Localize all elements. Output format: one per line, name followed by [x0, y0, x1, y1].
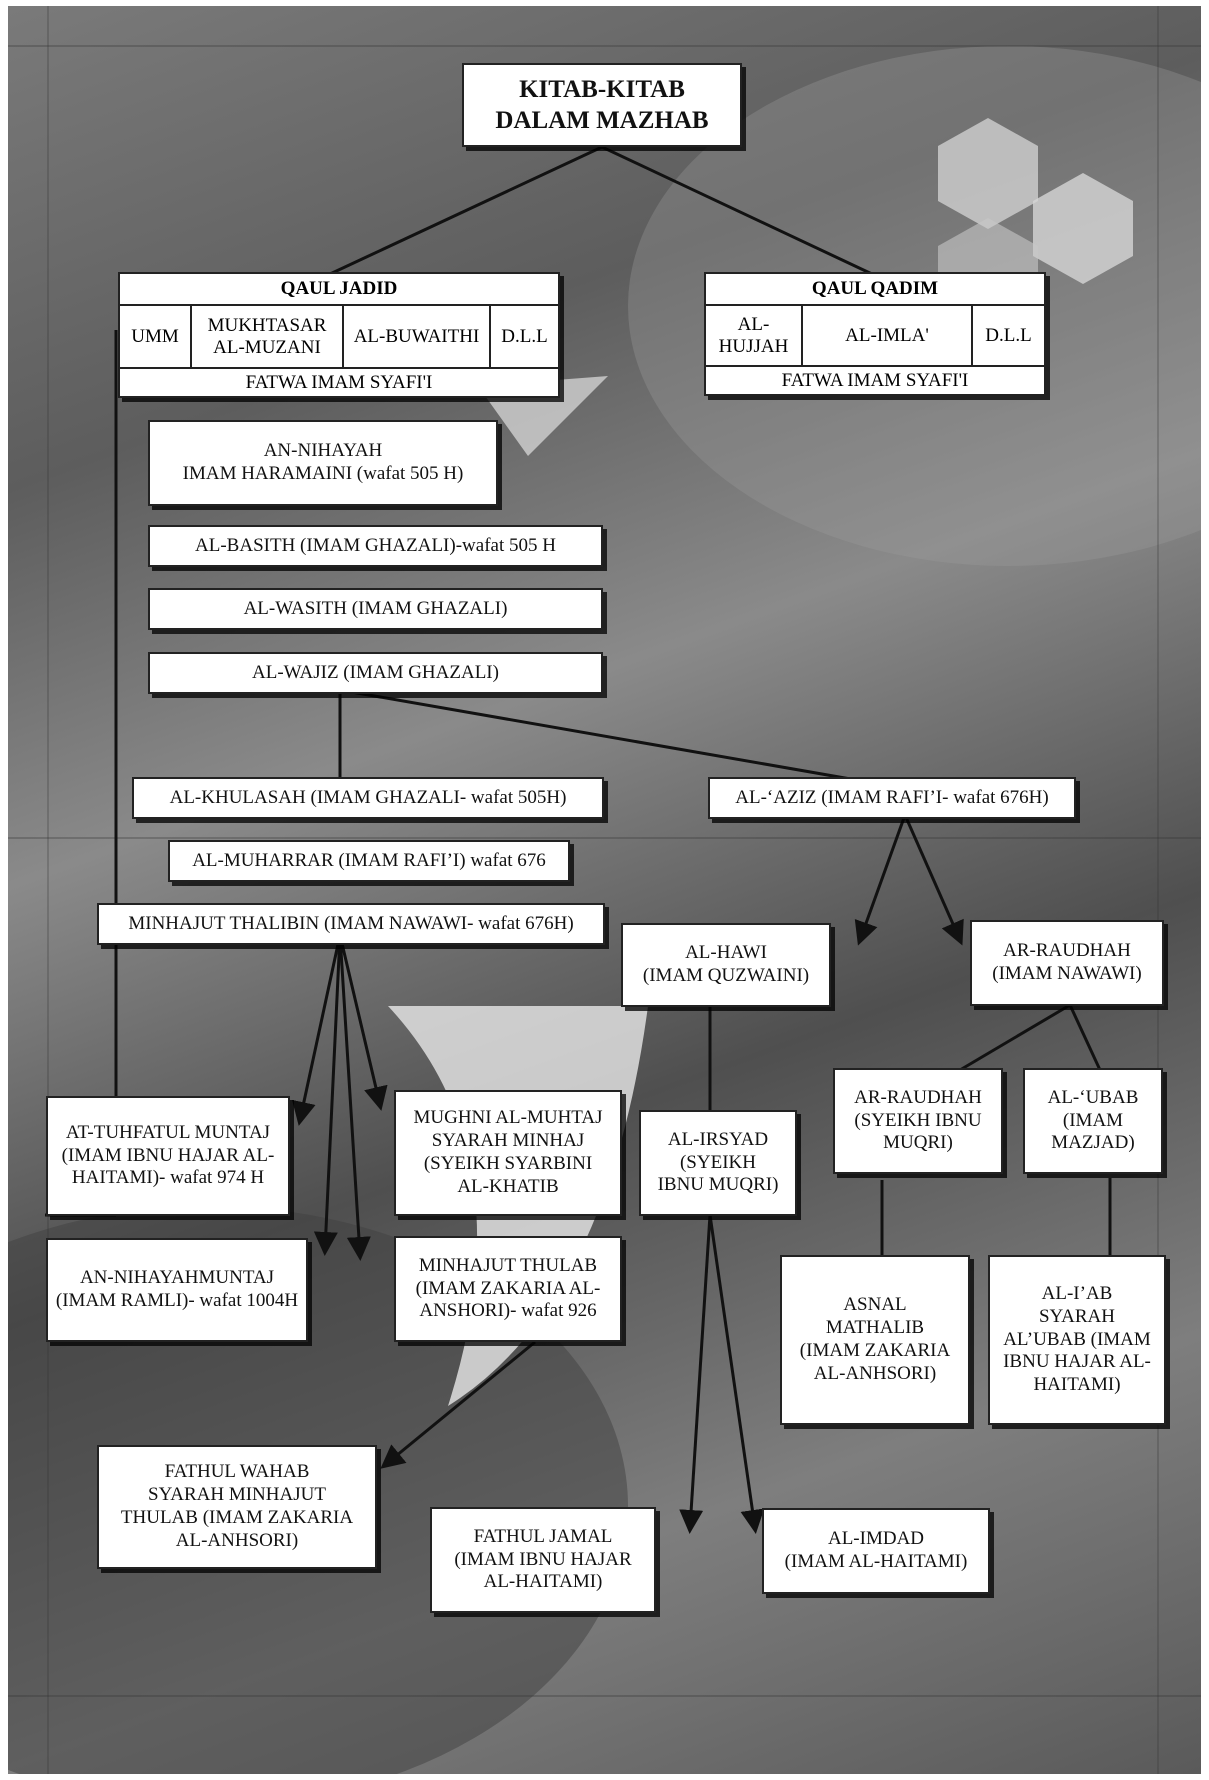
qaul-jadid-header: QAUL JADID [120, 274, 558, 306]
node-wasith: AL-WASITH (IMAM GHAZALI) [148, 588, 603, 630]
node-raudhah-muqri: AR-RAUDHAH (SYEIKH IBNU MUQRI) [833, 1068, 1003, 1174]
qaul-jadid-item: D.L.L [501, 325, 548, 347]
qaul-qadim-item: AL- HUJJAH [706, 304, 803, 367]
node-nihayah: AN-NIHAYAH IMAM HARAMAINI (wafat 505 H) [148, 420, 498, 506]
qaul-jadid-group: QAUL JADID UMM MUKHTASAR AL-MUZANI AL-BU… [118, 272, 560, 398]
qaul-qadim-group: QAUL QADIM AL- HUJJAH AL-IMLA' D.L.L FAT… [704, 272, 1046, 396]
node-basith: AL-BASITH (IMAM GHAZALI)-wafat 505 H [148, 525, 603, 567]
qaul-jadid-footer: FATWA IMAM SYAFI'I [120, 367, 558, 396]
qaul-qadim-item: AL-IMLA' [803, 304, 973, 367]
diagram-title: KITAB-KITAB DALAM MAZHAB [462, 63, 742, 147]
qaul-jadid-item: MUKHTASAR AL-MUZANI [192, 304, 344, 369]
node-fathul-jamal: FATHUL JAMAL (IMAM IBNU HAJAR AL-HAITAMI… [430, 1507, 656, 1613]
node-minhajut-thulab: MINHAJUT THULAB (IMAM ZAKARIA AL- ANSHOR… [394, 1236, 622, 1342]
node-nihayah-muntaj: AN-NIHAYAHMUNTAJ (IMAM RAMLI)- wafat 100… [46, 1238, 308, 1342]
node-wajiz: AL-WAJIZ (IMAM GHAZALI) [148, 652, 603, 694]
node-minhajut-thalibin: MINHAJUT THALIBIN (IMAM NAWAWI- wafat 67… [97, 903, 605, 945]
qaul-qadim-footer: FATWA IMAM SYAFI'I [706, 365, 1044, 394]
node-mughni: MUGHNI AL-MUHTAJ SYARAH MINHAJ (SYEIKH S… [394, 1090, 622, 1216]
node-ubab: AL-‘UBAB (IMAM MAZJAD) [1023, 1068, 1163, 1174]
node-imdad: AL-IMDAD (IMAM AL-HAITAMI) [762, 1508, 990, 1594]
node-muharrar: AL-MUHARRAR (IMAM RAFI’I) wafat 676 [168, 840, 570, 882]
qaul-qadim-header: QAUL QADIM [706, 274, 1044, 306]
node-asnal: ASNAL MATHALIB (IMAM ZAKARIA AL-ANHSORI) [780, 1255, 970, 1425]
qaul-qadim-item: D.L.L [985, 324, 1032, 346]
node-aziz: AL-‘AZIZ (IMAM RAFI’I- wafat 676H) [708, 777, 1076, 819]
node-khulasah: AL-KHULASAH (IMAM GHAZALI- wafat 505H) [132, 777, 604, 819]
qaul-jadid-item: UMM [120, 304, 192, 369]
node-hawi: AL-HAWI (IMAM QUZWAINI) [621, 923, 831, 1007]
node-fathul-wahab: FATHUL WAHAB SYARAH MINHAJUT THULAB (IMA… [97, 1445, 377, 1569]
qaul-jadid-item: AL-BUWAITHI [344, 304, 491, 369]
node-iab: AL-I’AB SYARAH AL’UBAB (IMAM IBNU HAJAR … [988, 1255, 1166, 1425]
node-irsyad: AL-IRSYAD (SYEIKH IBNU MUQRI) [639, 1110, 797, 1216]
node-raudhah-nawawi: AR-RAUDHAH (IMAM NAWAWI) [970, 920, 1164, 1006]
node-tuhfah: AT-TUHFATUL MUNTAJ (IMAM IBNU HAJAR AL- … [46, 1096, 290, 1216]
